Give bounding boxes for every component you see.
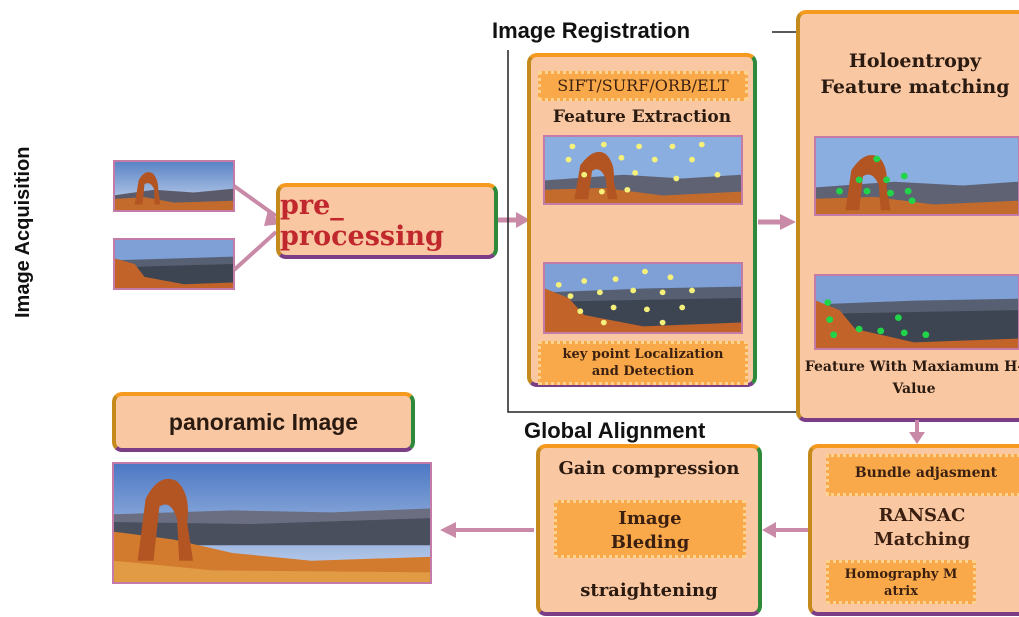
arrow-preprocess-to-extraction xyxy=(498,212,530,228)
extraction-photo-arch xyxy=(543,135,743,205)
straightening-label: straightening xyxy=(580,580,718,601)
methods-pill: SIFT/SURF/ORB/ELT xyxy=(538,71,748,101)
preprocessing-label: pre_ processing xyxy=(280,190,444,252)
registration-bracket xyxy=(507,31,800,413)
feature-extraction-title: Feature Extraction xyxy=(552,107,732,127)
arrow-global-to-panorama xyxy=(440,522,534,538)
matches-canyon xyxy=(824,299,930,339)
keypoints-arch xyxy=(565,141,721,195)
extraction-photo-canyon xyxy=(543,262,743,334)
input-photo-1 xyxy=(113,160,235,212)
matches-arch xyxy=(836,155,916,205)
holoentropy-photo-canyon xyxy=(814,274,1019,350)
gain-compression-label: Gain compression xyxy=(558,458,740,479)
holoentropy-footer: Feature With Maxiamum H-Value xyxy=(804,359,1019,397)
preprocessing-box: pre_ processing xyxy=(276,183,498,259)
panoramic-photo xyxy=(112,462,432,584)
feature-extraction-box: SIFT/SURF/ORB/ELT Feature Extraction xyxy=(527,53,757,387)
panoramic-image-label: panoramic Image xyxy=(168,408,359,435)
holoentropy-title: Holoentropy Feature matching xyxy=(820,50,1010,98)
ransac-label: RANSAC Matching xyxy=(873,505,971,550)
arrow-holoentropy-to-bundle xyxy=(909,420,925,444)
homography-pill: Homography M atrix xyxy=(826,560,976,604)
image-acquisition-label: Image Acquisition xyxy=(12,146,34,318)
holoentropy-box: Holoentropy Feature matching xyxy=(796,10,1019,422)
arrow-extraction-to-holoentropy xyxy=(758,214,796,230)
holoentropy-photo-arch xyxy=(814,136,1019,216)
keypoint-pill: key point Localization and Detection xyxy=(538,341,748,385)
global-alignment-label: Global Alignment xyxy=(524,418,706,443)
bundle-adjustment-pill: Bundle adjasment xyxy=(826,454,1019,496)
image-registration-label: Image Registration xyxy=(492,18,691,43)
bundle-box: Bundle adjasment RANSAC Matching Homogra… xyxy=(808,444,1019,616)
panoramic-image-box: panoramic Image xyxy=(112,392,415,452)
blending-pill: Image Bleding xyxy=(554,500,746,558)
input-photo-2 xyxy=(113,238,235,290)
global-alignment-box: Gain compression Image Bleding straighte… xyxy=(536,444,762,616)
arrow-bundle-to-global xyxy=(762,522,808,538)
keypoints-canyon xyxy=(555,268,695,326)
